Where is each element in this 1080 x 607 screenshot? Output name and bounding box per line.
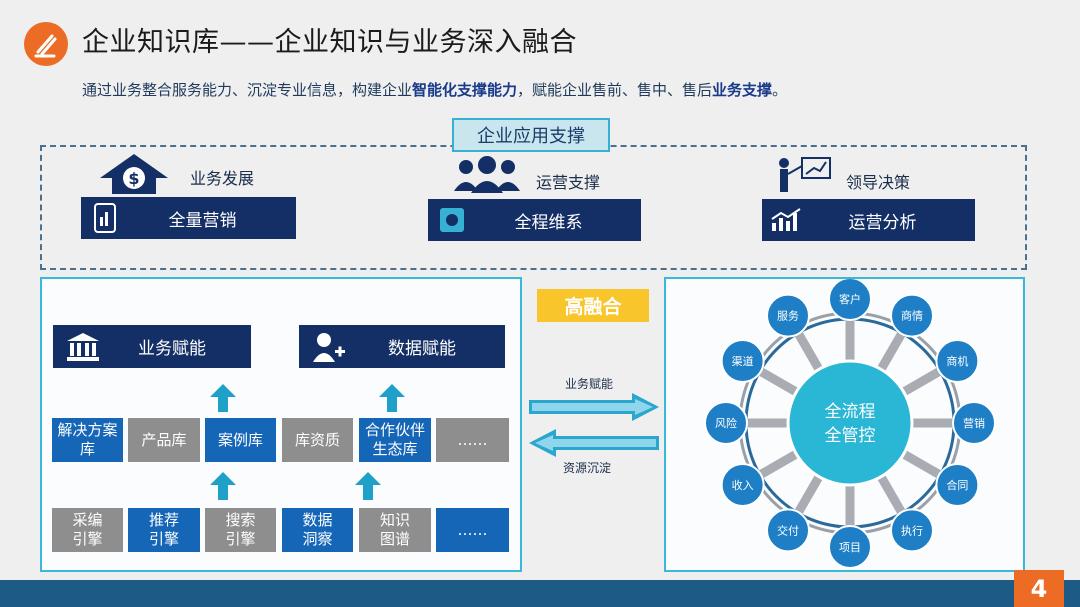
operations-analysis-button[interactable]: 运营分析 <box>762 199 975 241</box>
case-library[interactable]: 案例库 <box>205 418 276 462</box>
product-library[interactable]: 产品库 <box>128 418 200 462</box>
data-insight[interactable]: 数据洞察 <box>282 508 353 552</box>
page-number: 4 <box>1014 570 1064 607</box>
wheel-node[interactable] <box>890 508 934 553</box>
user-add-icon <box>299 332 359 362</box>
wheel-hub <box>786 359 914 487</box>
left-arrow-icon <box>529 429 659 457</box>
wheel-node[interactable] <box>828 279 872 321</box>
arrow-right-label: 业务赋能 <box>565 377 614 391</box>
group-label-business-dev: 业务发展 <box>190 169 255 188</box>
bar-chart-icon <box>762 199 810 241</box>
pencil-logo-icon <box>24 22 68 66</box>
more-library[interactable]: …… <box>436 418 509 462</box>
house-dollar-icon: $ <box>98 152 170 200</box>
wheel-node[interactable] <box>935 339 980 383</box>
wheel-node[interactable] <box>890 293 934 338</box>
collect-engine[interactable]: 采编引擎 <box>52 508 123 552</box>
search-engine[interactable]: 搜索引擎 <box>205 508 276 552</box>
presentation-icon <box>776 156 834 198</box>
wheel-node-label: 商情 <box>901 309 923 323</box>
more-engine[interactable]: …… <box>436 508 509 552</box>
page-title: 企业知识库——企业知识与业务深入融合 <box>82 27 577 58</box>
knowledge-graph[interactable]: 知识图谱 <box>359 508 431 552</box>
bank-icon <box>53 332 113 362</box>
wheel-node-label: 客户 <box>839 292 861 306</box>
wheel-node-label: 收入 <box>732 478 754 492</box>
wheel-node[interactable] <box>828 525 872 569</box>
wheel-node-label: 项目 <box>839 541 861 554</box>
wheel-node[interactable] <box>720 463 765 507</box>
wheel-node[interactable] <box>952 401 996 445</box>
wheel-node-label: 风险 <box>715 416 737 430</box>
right-arrow-icon <box>529 393 659 421</box>
business-enable-button[interactable]: 业务赋能 <box>53 325 251 368</box>
page-subtitle: 通过业务整合服务能力、沉淀专业信息，构建企业智能化支撑能力，赋能企业售前、售中、… <box>82 81 788 99</box>
team-icon <box>452 155 522 197</box>
wheel-center-line1: 全流程 <box>825 402 876 422</box>
wheel-node-label: 交付 <box>777 523 799 537</box>
wheel-node-label: 合同 <box>946 478 968 492</box>
arrow-left-label: 资源沉淀 <box>563 461 612 475</box>
wheel-node[interactable] <box>704 401 748 445</box>
wheel-node[interactable] <box>766 508 810 553</box>
wheel-node-label: 执行 <box>901 523 923 537</box>
solution-library[interactable]: 解决方案库 <box>52 418 123 462</box>
high-fusion-tag: 高融合 <box>537 289 649 322</box>
up-arrow-icon <box>379 384 405 412</box>
up-arrow-icon <box>355 472 381 500</box>
wheel-node-label: 商机 <box>946 354 968 368</box>
full-maintenance-button[interactable]: 全程维系 <box>428 199 641 241</box>
up-arrow-icon <box>210 472 236 500</box>
gear-icon <box>428 199 476 241</box>
group-label-leadership: 领导决策 <box>846 173 911 192</box>
data-enable-button[interactable]: 数据赋能 <box>299 325 505 368</box>
support-tag: 企业应用支撑 <box>452 118 610 152</box>
up-arrow-icon <box>210 384 236 412</box>
wheel-node[interactable] <box>720 339 765 383</box>
wheel-node-label: 服务 <box>777 310 799 323</box>
wheel-center-line2: 全管控 <box>825 426 876 446</box>
wheel-node-label: 营销 <box>963 416 985 430</box>
svg-text:$: $ <box>128 169 139 188</box>
wheel-node-label: 渠道 <box>732 354 754 368</box>
group-label-operations: 运营支撑 <box>536 173 601 192</box>
partner-ecosystem-library[interactable]: 合作伙伴生态库 <box>359 418 431 462</box>
wheel-node[interactable] <box>935 463 980 507</box>
footer-bar <box>0 580 1080 607</box>
recommend-engine[interactable]: 推荐引擎 <box>128 508 200 552</box>
wheel-node[interactable] <box>766 293 810 338</box>
full-marketing-button[interactable]: 全量营销 <box>81 197 296 239</box>
tablet-chart-icon <box>81 197 129 239</box>
qualification-library[interactable]: 库资质 <box>282 418 353 462</box>
